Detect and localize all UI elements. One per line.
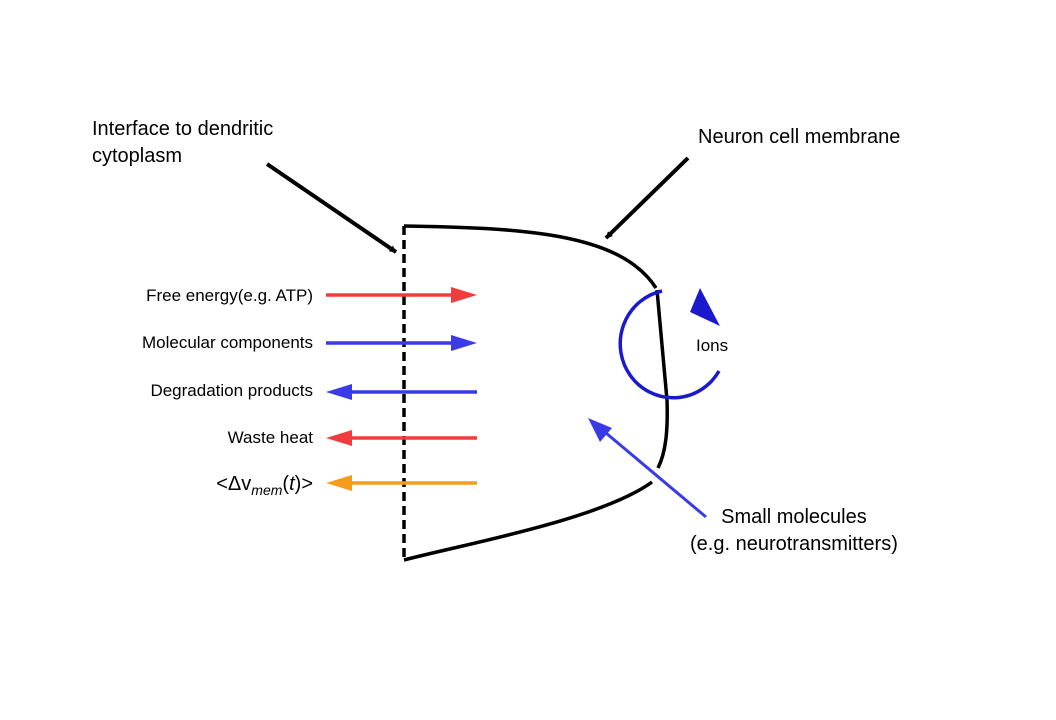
interface-callout-line-1: Interface to dendritic [92,118,274,140]
membrane-channel-segment [655,289,669,401]
ion-loop-arrowhead [690,288,720,326]
flow-arrowhead [326,430,352,446]
membrane-callout-arrow [604,156,690,240]
flow-arrowhead [451,335,477,351]
interface-callout-arrow [265,162,398,254]
voltage-open: ( [282,473,290,495]
small-molecules-line-1: Small molecules [721,506,867,528]
small-molecules-arrowhead [588,418,612,442]
flow-arrows [326,287,477,491]
voltage-variable: t [289,473,295,495]
ions-label: Ions [696,336,729,355]
membrane-outline-bottom [403,480,654,562]
small-molecules-callout-label: Small molecules (e.g. neurotransmitters) [690,504,898,558]
voltage-prefix: <Δv [216,473,252,495]
interface-callout-line-2: cytoplasm [92,145,183,167]
flow-label-membrane-voltage: <Δvmem(t)> [216,472,313,498]
flow-label-degradation-products: Degradation products [150,381,313,400]
voltage-close: )> [294,473,313,495]
flow-label-waste-heat: Waste heat [227,428,313,447]
ion-loop-arrow [618,289,721,400]
membrane-outline-mid [656,399,669,469]
flow-arrowhead [326,384,352,400]
flow-arrowhead [451,287,477,303]
small-molecules-line-2: (e.g. neurotransmitters) [690,533,898,555]
flow-arrowhead [326,475,352,491]
interface-callout-label: Interface to dendritic cytoplasm [92,116,273,170]
voltage-subscript: mem [251,482,283,498]
flow-label-molecular-components: Molecular components [141,333,313,352]
flow-label-free-energy: Free energy(e.g. ATP) [146,286,313,305]
membrane-outline-top [403,224,658,289]
membrane-callout-label: Neuron cell membrane [698,126,901,148]
small-molecules-arrow [599,426,707,519]
